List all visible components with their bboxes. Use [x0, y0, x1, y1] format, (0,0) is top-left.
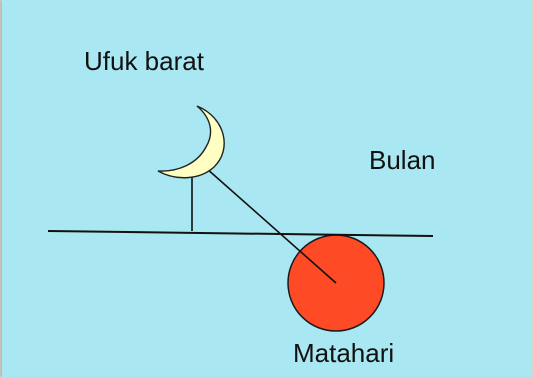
horizon-label: Ufuk barat [84, 46, 204, 76]
crescent-moon [157, 105, 225, 179]
moon-label: Bulan [369, 145, 436, 175]
sun-label: Matahari [293, 338, 395, 368]
horizon-line [47, 230, 434, 237]
moon-sun-line [205, 167, 337, 284]
